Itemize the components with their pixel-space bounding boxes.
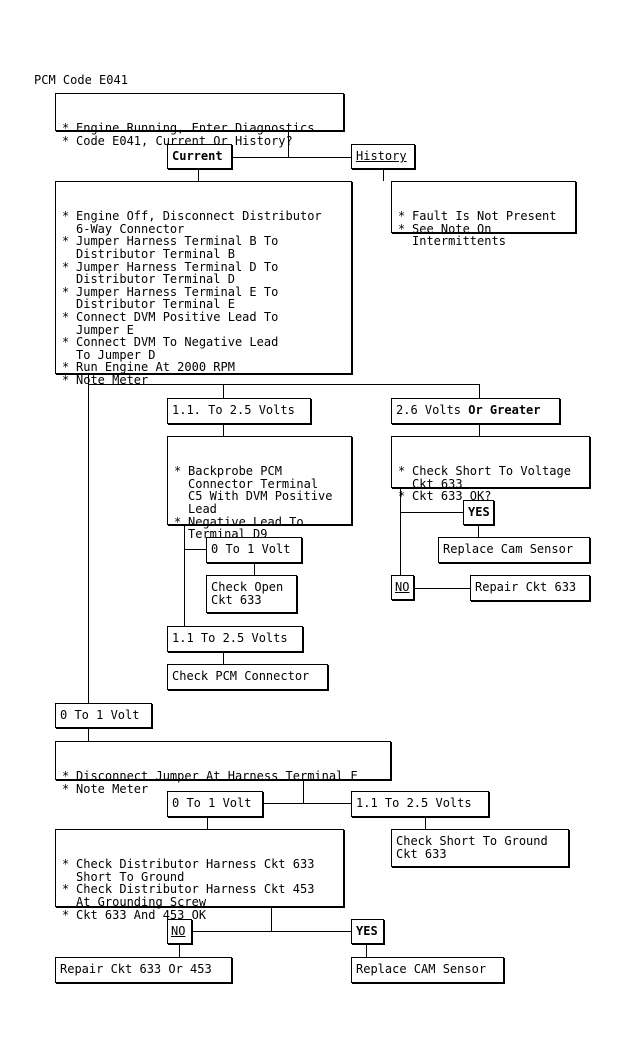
connector-line [479,423,480,436]
bullet-item: Run Engine At 2000 RPM [60,361,347,374]
branch-high-voltage: 2.6 Volts Or Greater [391,398,560,424]
bullet-item: Fault Is Not Present [396,210,571,223]
connector-line [479,384,480,398]
bullet-item: Engine Off, Disconnect Distributor 6-Way… [60,210,347,235]
connector-line [198,168,199,181]
distributor-harness-box: Check Distributor Harness Ckt 633 Short … [55,829,344,921]
bullet-item: Note Meter [60,783,386,796]
bullet-item: Check Distributor Harness Ckt 453 At Gro… [60,883,339,908]
bullet-item: Code E041, Current Or History? [60,135,339,148]
start-bullets: Engine Running, Enter DiagnosticsCode E0… [60,122,339,147]
yes-label-lower: YES [351,919,384,944]
bullet-item: Check Short To Voltage Ckt 633 [396,465,585,490]
disconnect-jumper-box: Disconnect Jumper At Harness Terminal EN… [55,741,391,795]
check-pcm-connector-box: Check PCM Connector [167,664,328,690]
connector-line [413,588,471,589]
bullet-item: Connect DVM Positive Lead To Jumper E [60,311,347,336]
disconnect-bullets: Disconnect Jumper At Harness Terminal EN… [60,770,386,795]
bullet-item: Backprobe PCM Connector Terminal C5 With… [172,465,347,515]
connector-line [223,423,224,436]
bullet-item: Jumper Harness Terminal B To Distributor… [60,235,347,260]
bullet-item: Connect DVM To Negative Lead To Jumper D [60,336,347,361]
branch-high-prefix: 2.6 Volts [396,403,469,417]
repair-ckt-633-453-box: Repair Ckt 633 Or 453 [55,957,232,983]
connector-line [223,384,224,398]
yes-label-upper: YES [463,500,494,525]
backprobe-bullets: Backprobe PCM Connector Terminal C5 With… [172,465,347,541]
connector-line [88,727,89,741]
chart-title: PCM Code E041 [34,73,128,87]
mid-voltage-box-b: 1.1 To 2.5 Volts [167,626,303,652]
connector-line [254,562,255,575]
zero-to-one-volt-box-a: 0 To 1 Volt [206,537,302,563]
connector-line [223,651,224,664]
setup-step-box: Engine Off, Disconnect Distributor 6-Way… [55,181,352,386]
connector-line [383,168,384,181]
no-label-lower: NO [167,919,192,944]
start-step-box: Engine Running, Enter DiagnosticsCode E0… [55,93,344,147]
connector-line [400,487,401,575]
connector-line [366,943,367,957]
connector-line [191,931,351,932]
branch-mid-voltage: 1.1. To 2.5 Volts [167,398,311,424]
replace-cam-sensor-upper-box: Replace CAM Sensor [351,957,504,983]
connector-line [425,816,426,829]
bullet-item: See Note On Intermittents [396,222,571,248]
history-result-box: Fault Is Not PresentSee Note On Intermit… [391,181,576,248]
connector-line [231,157,351,158]
no-label-upper: NO [391,575,414,600]
bullet-item: Jumper Harness Terminal E To Distributor… [60,285,347,311]
bullet-item: Engine Running, Enter Diagnostics [60,122,339,135]
short-to-voltage-box: Check Short To Voltage Ckt 633Ckt 633 OK… [391,436,590,503]
connector-line [261,803,351,804]
replace-cam-sensor-box: Replace Cam Sensor [438,537,590,563]
bullet-item: Disconnect Jumper At Harness Terminal E [60,770,386,783]
distributor-bullets: Check Distributor Harness Ckt 633 Short … [60,858,339,921]
bullet-item: Note Meter [60,374,347,387]
bullet-item: Ckt 633 OK? [396,490,585,503]
connector-line [88,373,89,703]
check-short-to-ground-box: Check Short To Ground Ckt 633 [391,829,569,867]
connector-line [400,512,463,513]
history-bullets: Fault Is Not PresentSee Note On Intermit… [396,210,571,248]
connector-line [184,549,207,550]
check-open-box: Check Open Ckt 633 [206,575,297,613]
backprobe-step-box: Backprobe PCM Connector Terminal C5 With… [167,436,352,541]
mid-voltage-box-c: 1.1 To 2.5 Volts [351,791,489,817]
setup-bullets: Engine Off, Disconnect Distributor 6-Way… [60,210,347,386]
bullet-item: Ckt 633 And 453 OK [60,908,339,922]
bullet-item: Check Distributor Harness Ckt 633 Short … [60,858,339,883]
connector-line [179,943,180,957]
bullet-item: Jumper Harness Terminal D To Distributor… [60,260,347,286]
short-voltage-bullets: Check Short To Voltage Ckt 633Ckt 633 OK… [396,465,585,503]
current-label: Current [167,144,232,169]
repair-ckt-633-box: Repair Ckt 633 [470,575,590,601]
connector-line [207,816,208,829]
history-label: History [351,144,415,169]
branch-high-bold: Or Greater [468,403,541,417]
branch-low-voltage: 0 To 1 Volt [55,703,152,728]
connector-line [478,524,479,537]
zero-to-one-volt-box-b: 0 To 1 Volt [167,791,263,817]
connector-line [184,524,185,626]
